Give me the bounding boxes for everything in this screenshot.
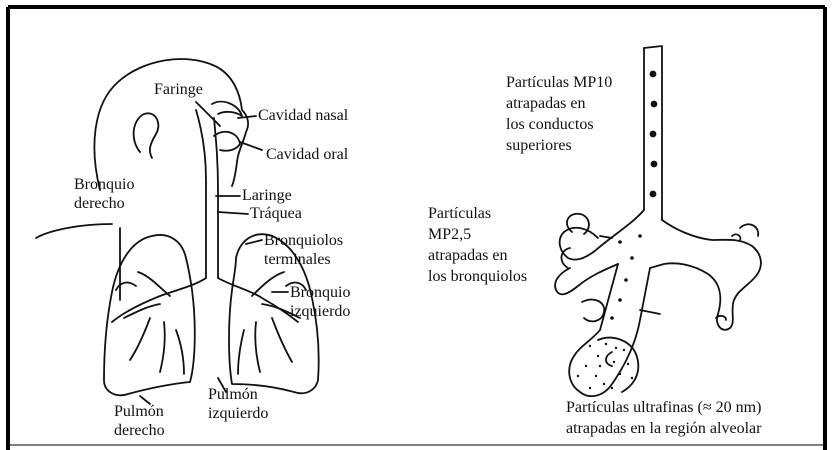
- label-pulmon-izquierdo: Pulmón izquierdo: [208, 385, 268, 423]
- label-line: MP2,5: [428, 224, 527, 245]
- label-line: izquierdo: [290, 302, 350, 321]
- label-line: atrapadas en: [506, 93, 612, 114]
- label-line: los conductos: [506, 114, 612, 135]
- label-line: los bronquiolos: [428, 266, 527, 287]
- label-line: derecho: [74, 194, 134, 213]
- label-line: Bronquio: [74, 175, 134, 194]
- label-line: Partículas: [428, 203, 527, 224]
- label-line: Bronquiolos: [264, 231, 343, 250]
- label-line: Pulmón: [114, 402, 165, 421]
- label-laringe: Laringe: [242, 186, 292, 205]
- label-line: atrapadas en la región alveolar: [566, 418, 761, 439]
- label-bronquio-derecho: Bronquio derecho: [74, 175, 134, 213]
- label-faringe: Faringe: [154, 80, 203, 99]
- label-bronquiolos-terminales: Bronquiolos terminales: [264, 231, 343, 269]
- label-line: superiores: [506, 135, 612, 156]
- label-cavidad-nasal: Cavidad nasal: [258, 106, 348, 125]
- label-bronquio-izquierdo: Bronquio izquierdo: [290, 283, 350, 321]
- label-line: izquierdo: [208, 404, 268, 423]
- label-particulas-mp25: Partículas MP2,5 atrapadas en los bronqu…: [428, 203, 527, 287]
- label-line: terminales: [264, 250, 343, 269]
- label-cavidad-oral: Cavidad oral: [266, 145, 348, 164]
- label-line: atrapadas en: [428, 245, 527, 266]
- label-line: Partículas MP10: [506, 72, 612, 93]
- label-line: derecho: [114, 421, 165, 440]
- label-particulas-ultrafinas: Partículas ultrafinas (≈ 20 nm) atrapada…: [566, 397, 761, 439]
- label-line: Bronquio: [290, 283, 350, 302]
- label-traquea: Tráquea: [250, 204, 302, 223]
- label-pulmon-derecho: Pulmón derecho: [114, 402, 165, 440]
- label-line: Partículas ultrafinas (≈ 20 nm): [566, 397, 761, 418]
- label-line: Pulmón: [208, 385, 268, 404]
- label-particulas-mp10: Partículas MP10 atrapadas en los conduct…: [506, 72, 612, 156]
